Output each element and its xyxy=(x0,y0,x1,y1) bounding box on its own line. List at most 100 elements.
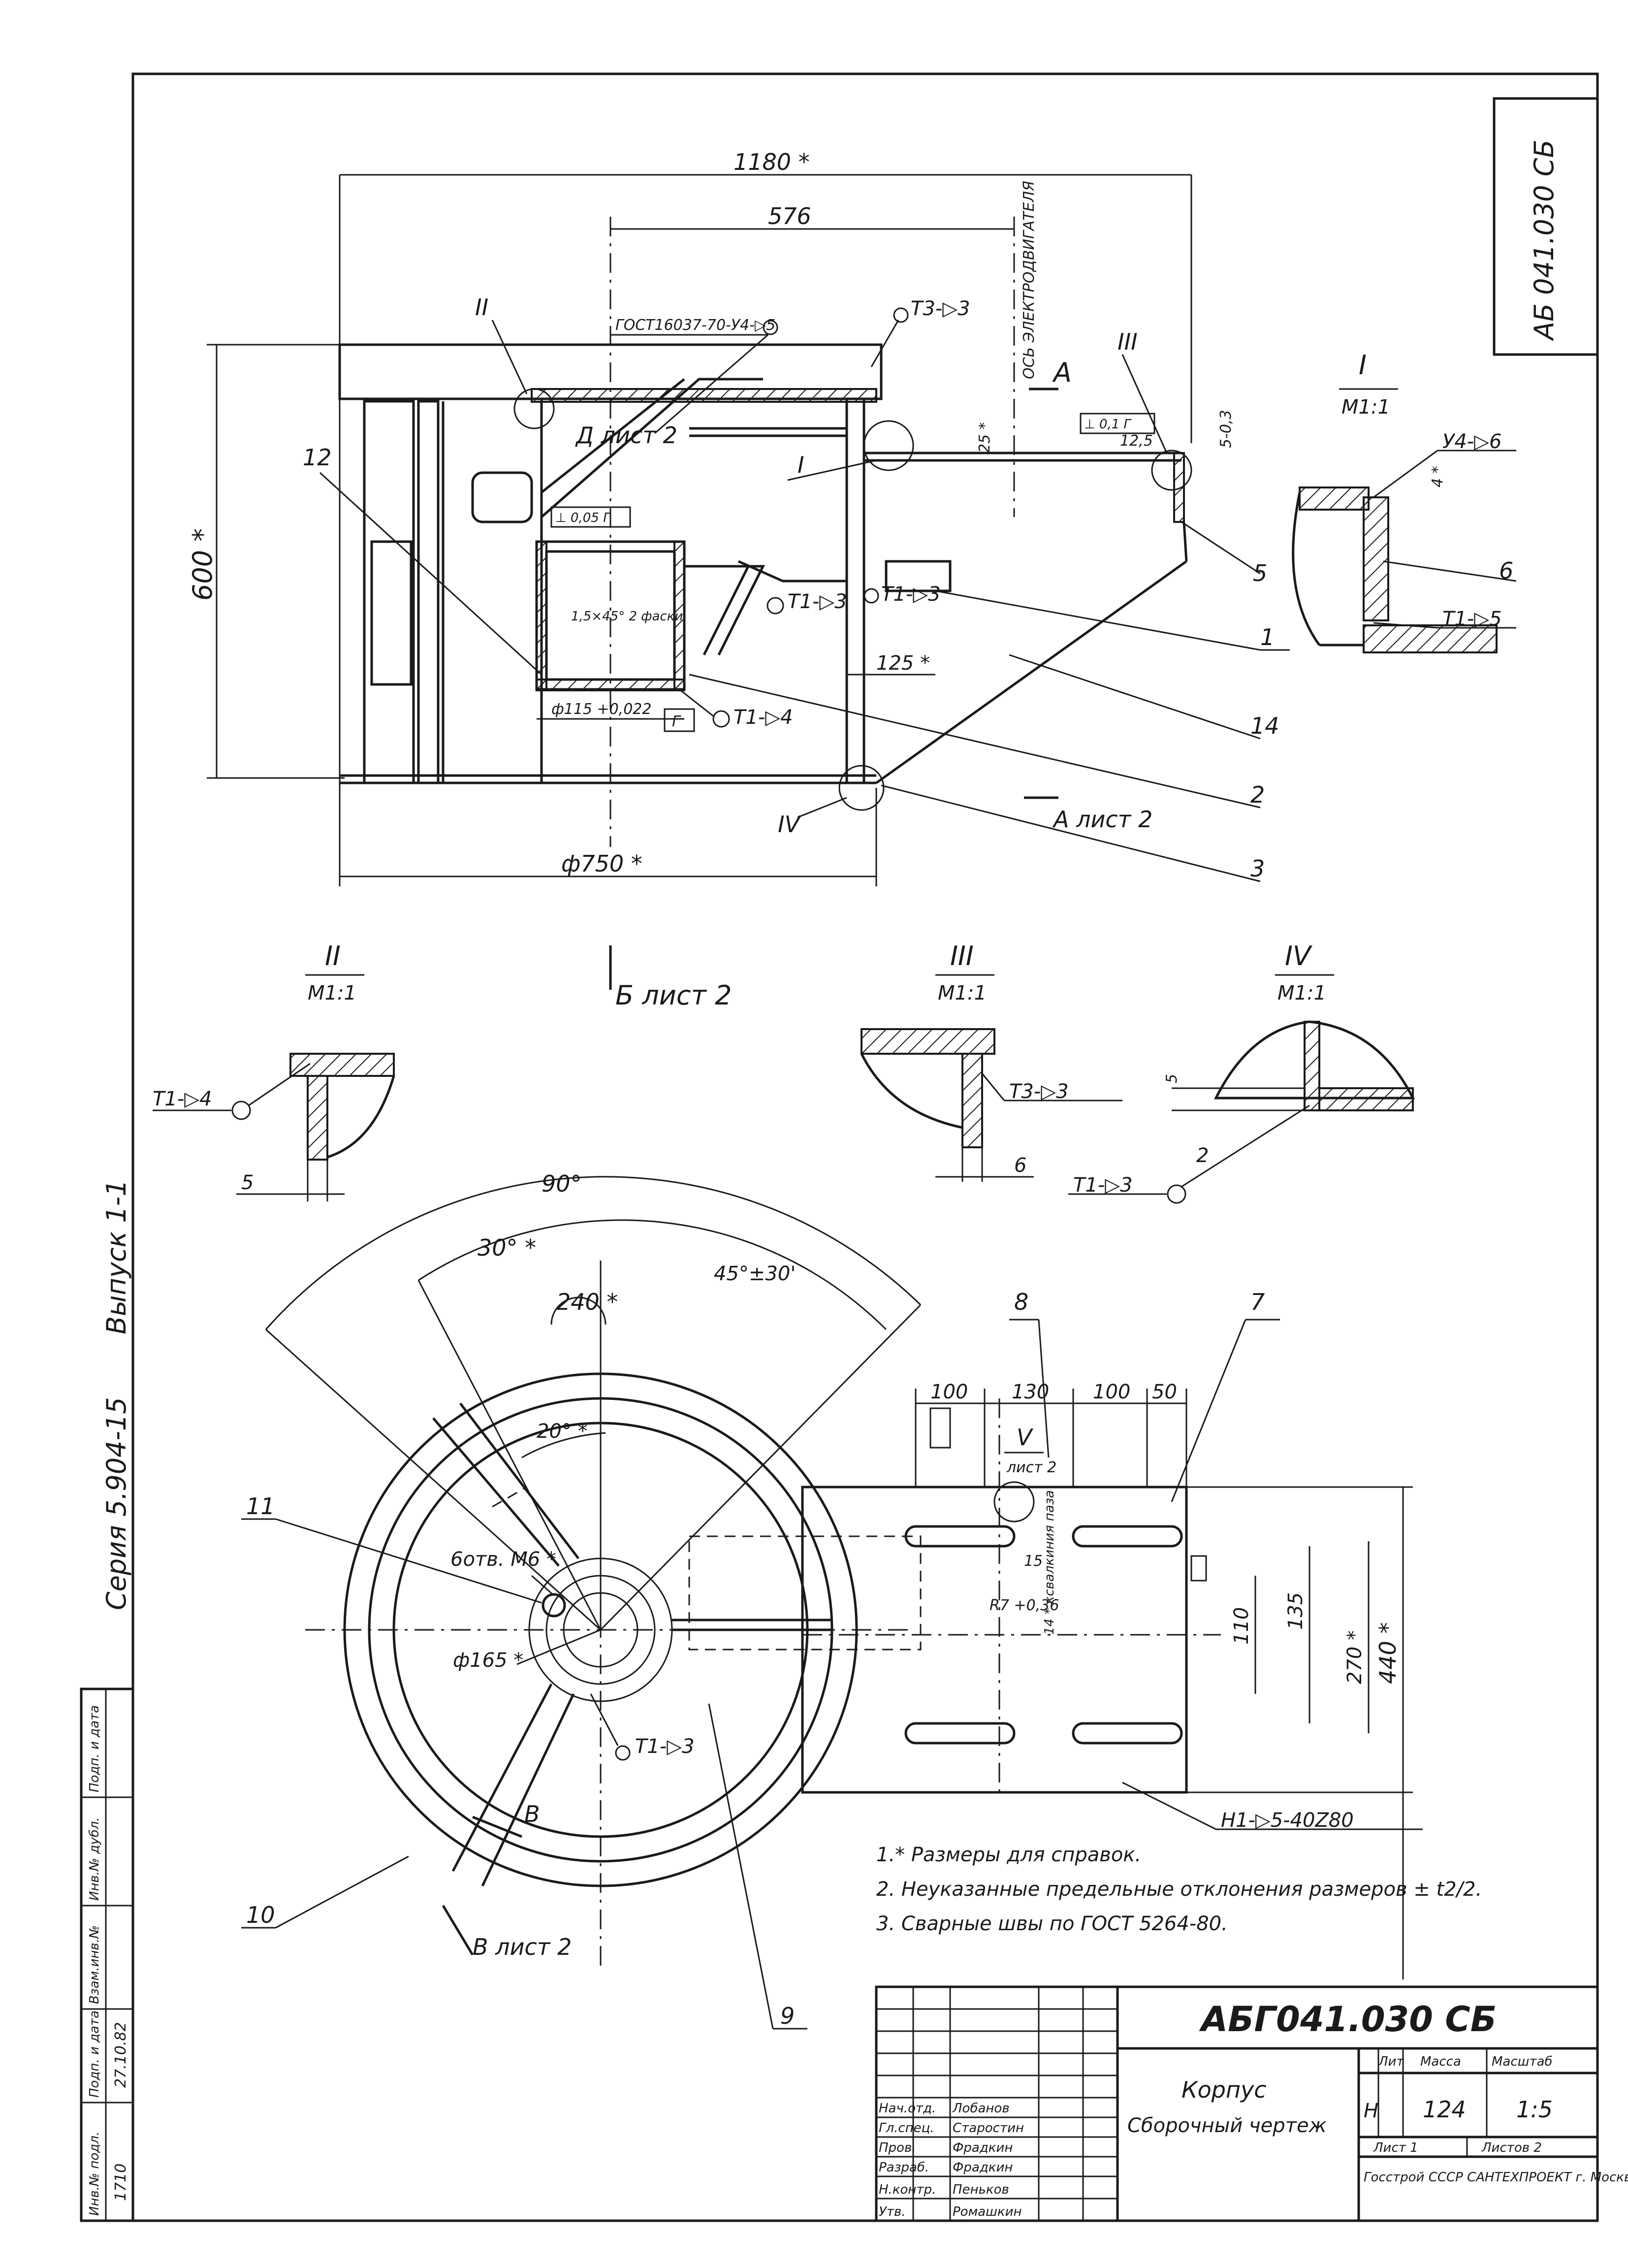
dim-height: 600 * xyxy=(187,528,218,601)
issue-label: Выпуск 1-1 xyxy=(101,1179,132,1334)
detail-ii-scale: М1:1 xyxy=(308,982,356,1004)
callout-1: 1 xyxy=(1260,624,1275,650)
series-label: Серия 5.904-15 xyxy=(101,1397,132,1610)
tb-lit-value: Н xyxy=(1364,2100,1378,2122)
dim-14: 14 * ксвалкиния паза xyxy=(1042,1490,1057,1635)
callout-12: 12 xyxy=(303,444,332,471)
marker-i: I xyxy=(798,452,804,478)
arc-240: 240 * xyxy=(556,1289,618,1315)
tb-name-4: Фрадкин xyxy=(953,2160,1013,2175)
detail-iii-dim: 6 xyxy=(1014,1154,1026,1177)
section-a-sheet: А лист 2 xyxy=(1052,806,1152,833)
detail-ii-dim: 5 xyxy=(241,1171,254,1194)
sheet-frame xyxy=(131,72,1599,2222)
callout-14: 14 xyxy=(1250,713,1279,739)
weld-t1-c: Т1-▷4 xyxy=(734,706,793,729)
detail-iv-scale: М1:1 xyxy=(1277,982,1326,1004)
tb-mass-label: Масса xyxy=(1420,2054,1461,2069)
dim-576: 576 xyxy=(768,203,811,229)
tb-name-3: Фрадкин xyxy=(953,2140,1013,2155)
tb-lit-label: Лит xyxy=(1378,2054,1404,2069)
detail-i-scale: М1:1 xyxy=(1341,396,1390,419)
weld-t3: Т3-▷3 xyxy=(911,297,970,320)
tb-role-3: Пров. xyxy=(879,2140,916,2155)
marker-ii: II xyxy=(475,294,488,321)
dim-135: 135 xyxy=(1284,1592,1307,1630)
detail-iii-title: III xyxy=(950,940,974,972)
dim-440: 440 * xyxy=(1374,1622,1401,1684)
detail-iv-callout: 2 xyxy=(1196,1144,1209,1167)
roughness-12-5: 12,5 xyxy=(1120,432,1153,450)
stamp-cell-3: Взам.инв.№ xyxy=(87,1925,102,2004)
plan-callout-11: 11 xyxy=(246,1493,275,1520)
plan-callout-7: 7 xyxy=(1250,1289,1265,1315)
callout-3: 3 xyxy=(1250,855,1265,882)
section-b-label: В xyxy=(524,1801,540,1827)
callout-5: 5 xyxy=(1253,560,1267,586)
angle-90: 90° xyxy=(542,1170,582,1197)
angle-20: 20° * xyxy=(537,1420,588,1443)
detail-ii-title: II xyxy=(325,940,341,972)
detail-i-weld: У4-▷6 xyxy=(1442,430,1501,453)
datum-g: Г xyxy=(672,713,681,730)
side-stamp: Инв.№ подл. Подп. и дата Взам.инв.№ Инв.… xyxy=(80,1687,134,2222)
detail-iv-weld: Т1-▷3 xyxy=(1073,1174,1133,1197)
weld-h1: Н1-▷5-40Z80 xyxy=(1221,1809,1354,1832)
corner-stamp: АБ 041.030 СБ xyxy=(1493,97,1599,356)
detail-i-dim: 4 * xyxy=(1429,466,1446,487)
detail-i: I М1:1 У4-▷6 4 * 6 Т1-▷5 xyxy=(1292,350,1517,653)
dim-overall: 1180 * xyxy=(734,149,810,175)
dim-5-03: 5-0,3 xyxy=(1217,410,1235,448)
main-view: 1180 * 576 ОСЬ ЭЛЕКТРОДВИГАТЕЛЯ 600 * xyxy=(187,149,1290,1011)
section-b: Б лист 2 xyxy=(615,980,732,1011)
tb-name-5: Пеньков xyxy=(953,2182,1009,2197)
dim-bore: ф115 +0,022 xyxy=(551,701,651,718)
tb-role-5: Н.контр. xyxy=(879,2182,936,2197)
note-1: 1.* Размеры для справок. xyxy=(876,1844,1141,1866)
note-3: 3. Сварные швы по ГОСТ 5264-80. xyxy=(876,1912,1228,1935)
detail-iv-title: IV xyxy=(1285,940,1313,972)
detail-v: V xyxy=(1017,1424,1034,1451)
section-d: Д лист 2 xyxy=(575,422,677,449)
tb-role-2: Гл.спец. xyxy=(879,2121,934,2136)
plan-callout-9: 9 xyxy=(780,2003,795,2029)
plan-view: 90° 30° * 45°±30' 240 * 20° * 6отв. М6 *… xyxy=(241,1170,1423,2030)
stamp-cell-4: Инв.№ дубл. xyxy=(87,1817,102,1901)
weld-gost: ГОСТ16037-70-У4-▷5 xyxy=(615,317,775,334)
dia-165: ф165 * xyxy=(453,1649,523,1672)
tb-role-6: Утв. xyxy=(879,2204,906,2219)
dim-top-50: 50 xyxy=(1152,1381,1177,1403)
detail-iv: IV М1:1 5 2 Т1-▷3 xyxy=(1068,940,1415,1204)
tb-org: Госстрой СССР САНТЕХПРОЕКТ г. Москва xyxy=(1364,2170,1628,2185)
corner-doc-code: АБ 041.030 СБ xyxy=(1529,140,1560,341)
stamp-cell-1: Инв.№ подл. xyxy=(87,2132,102,2216)
dim-top-100b: 100 xyxy=(1093,1381,1130,1403)
plan-callout-8: 8 xyxy=(1014,1289,1028,1315)
detail-iii: III М1:1 6 Т3-▷3 xyxy=(860,940,1122,1182)
dim-125: 125 * xyxy=(876,652,930,675)
section-b-sheet: В лист 2 xyxy=(473,1934,572,1960)
stamp-cell-2: Подп. и дата xyxy=(87,2010,102,2098)
tb-mass-value: 124 xyxy=(1423,2096,1466,2123)
detail-iv-dim: 5 xyxy=(1163,1074,1181,1083)
tb-name-2: Старостин xyxy=(953,2121,1024,2136)
dim-270: 270 * xyxy=(1343,1630,1366,1684)
tb-role-1: Нач.отд. xyxy=(879,2101,936,2116)
tol-box-2: ⊥ 0,1 Г xyxy=(1084,417,1132,432)
callout-2: 2 xyxy=(1250,781,1265,808)
detail-iii-scale: М1:1 xyxy=(938,982,987,1004)
stamp-inv-value: 1710 xyxy=(112,2164,129,2201)
detail-ii-weld: Т1-▷4 xyxy=(153,1088,212,1110)
weld-t1-b: Т1-▷3 xyxy=(881,583,941,606)
tb-name-6: Ромашкин xyxy=(953,2204,1022,2219)
weld-t1-a: Т1-▷3 xyxy=(788,590,847,613)
dim-110: 110 xyxy=(1230,1607,1253,1645)
tb-scale-value: 1:5 xyxy=(1516,2096,1553,2123)
marker-iii: III xyxy=(1117,328,1138,355)
tb-role-4: Разраб. xyxy=(879,2160,929,2175)
tb-name: Корпус xyxy=(1181,2076,1267,2103)
tb-name-1: Лобанов xyxy=(952,2101,1010,2116)
tb-doc-type: Сборочный чертеж xyxy=(1127,2114,1327,2137)
detail-iii-weld: Т3-▷3 xyxy=(1009,1080,1069,1103)
